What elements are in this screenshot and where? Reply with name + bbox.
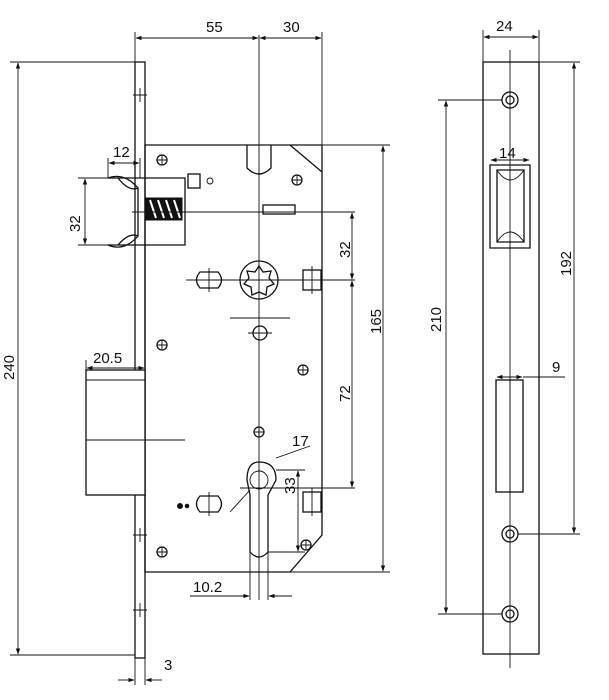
dim-55: 55: [206, 19, 223, 36]
dim-192: 192: [558, 251, 575, 276]
dim-30: 30: [283, 19, 300, 36]
dim-17: 17: [292, 433, 309, 450]
lock-front-view: 55 30 240 12 32 20.5 32 165 72: [1, 19, 390, 685]
dim-165: 165: [368, 309, 385, 334]
dim-9: 9: [552, 359, 560, 376]
dim-33: 33: [282, 477, 299, 494]
strike-latch-opening: [489, 164, 531, 249]
dim-32-spindle: 32: [337, 241, 354, 258]
strike-bolt-opening: [495, 379, 524, 493]
lock-case: [144, 144, 323, 573]
dim-210: 210: [428, 307, 445, 332]
strike-plate-view: 24 14 210 192 9: [428, 18, 580, 668]
dim-24: 24: [496, 18, 513, 35]
dim-12: 12: [113, 144, 130, 161]
dim-10-2: 10.2: [193, 579, 222, 596]
latch-bolt: [107, 173, 214, 248]
deadbolt: [85, 369, 185, 496]
dim-20-5: 20.5: [93, 350, 122, 367]
dim-240: 240: [1, 355, 18, 380]
cylinder-profile: [246, 461, 277, 558]
case-screws: [156, 154, 312, 558]
strike-plate: [482, 61, 540, 655]
dim-14: 14: [499, 145, 516, 162]
dim-32-latch: 32: [67, 215, 84, 232]
dim-72: 72: [337, 385, 354, 402]
dim-3: 3: [164, 657, 172, 674]
faceplate: [134, 61, 146, 659]
